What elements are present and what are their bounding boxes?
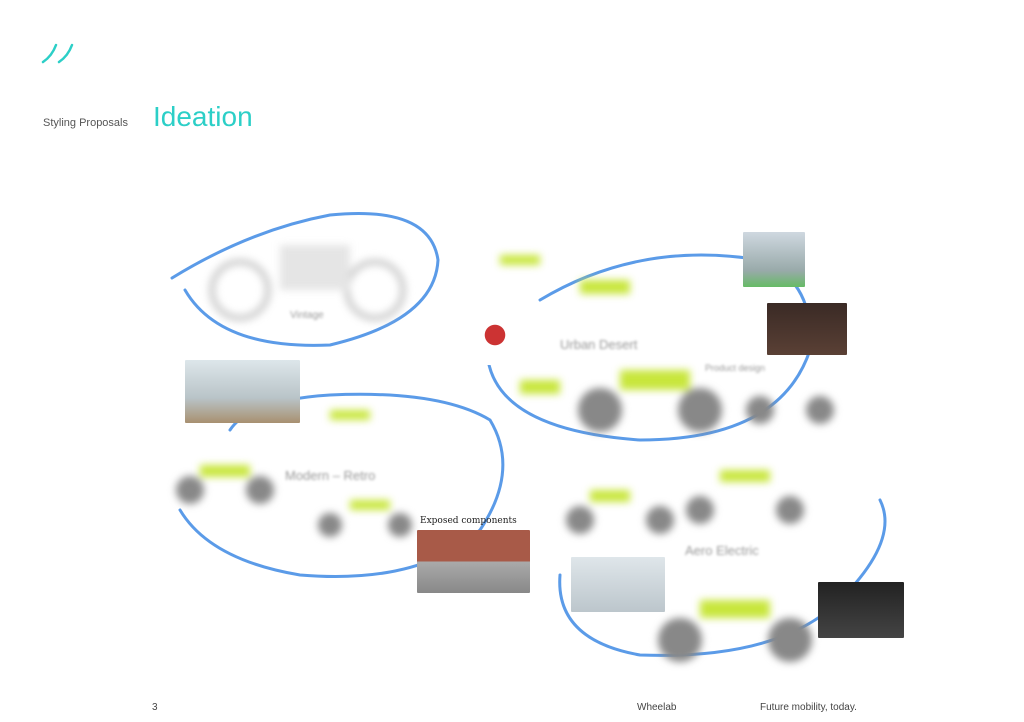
cluster-label-vintage: Vintage <box>290 310 324 321</box>
cluster-label-aero-electric: Aero Electric <box>685 543 759 558</box>
reference-photo <box>767 303 847 355</box>
reference-photo <box>417 530 530 593</box>
photo-caption: Exposed components <box>420 516 517 526</box>
cluster-label-product-design: Product design <box>705 363 766 373</box>
section-label: Styling Proposals <box>43 117 128 129</box>
reference-photo <box>185 360 300 423</box>
reference-photo <box>818 582 904 638</box>
cluster-label-urban-desert: Urban Desert <box>560 337 638 352</box>
cluster-label-modern-retro: Modern – Retro <box>285 468 376 483</box>
footer-tagline: Future mobility, today. <box>760 702 857 713</box>
sketch-group <box>176 245 834 662</box>
reference-photo <box>571 557 665 612</box>
page-number: 3 <box>152 702 158 713</box>
page-title: Ideation <box>153 101 253 132</box>
cluster-outline-modern-retro <box>178 392 505 579</box>
cluster-outline-urban-desert <box>486 253 812 442</box>
reference-photo <box>743 232 805 287</box>
cluster-outline-aero-electric <box>558 498 887 657</box>
cluster-outline-vintage <box>170 211 440 347</box>
brand-logo-icon <box>41 43 74 64</box>
footer-brand: Wheelab <box>637 702 677 713</box>
reference-photo <box>455 315 535 365</box>
